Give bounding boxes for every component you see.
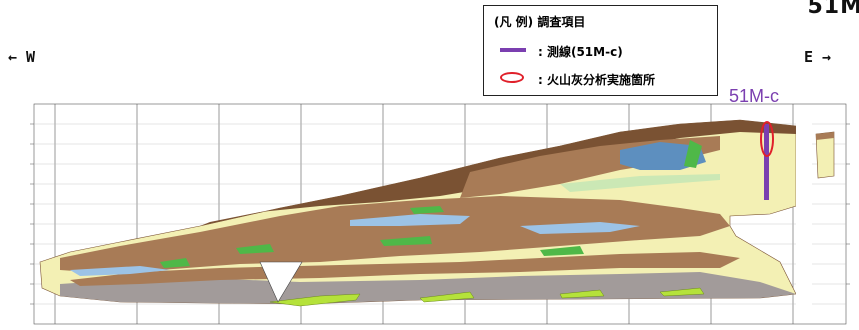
west-direction-label: ← W	[8, 48, 36, 66]
strata-light-blue-3	[70, 266, 170, 276]
strata-green-1	[684, 140, 702, 168]
strata-light-blue-1	[350, 214, 470, 226]
legend-title: (凡 例) 調査項目	[494, 15, 586, 29]
ash-analysis-marker	[760, 121, 774, 157]
strata-green-6	[410, 206, 444, 214]
east-gap	[796, 118, 812, 318]
legend-box: (凡 例) 調査項目 : 測線(51M-c) : 火山灰分析実施箇所	[483, 5, 718, 96]
corner-title: 51M	[807, 0, 859, 19]
strata-grey	[60, 272, 796, 304]
section-line-label: 51M-c	[729, 86, 780, 106]
strata-lime-basal	[269, 287, 705, 307]
strata-green-4	[380, 236, 432, 246]
ash-analysis-ellipse-icon	[496, 71, 526, 85]
strata-light-green-band	[560, 174, 720, 192]
strata-green-5	[540, 246, 584, 256]
strata-green-2	[160, 258, 190, 268]
strata-brown-main	[60, 196, 730, 272]
strata-green-3	[236, 244, 274, 254]
legend-item-label: : 測線(51M-c)	[538, 45, 623, 59]
wedge-gap	[259, 261, 303, 303]
survey-line-symbol-icon	[496, 43, 526, 57]
east-direction-label: E →	[804, 48, 832, 66]
legend-item-label: : 火山灰分析実施箇所	[538, 73, 655, 87]
strata-blue-upper	[620, 142, 706, 170]
strata-brown-mid	[70, 252, 740, 286]
survey-line-51M-c	[764, 124, 769, 200]
axis-ticks	[30, 123, 850, 305]
strata-light-blue-2	[520, 222, 640, 234]
